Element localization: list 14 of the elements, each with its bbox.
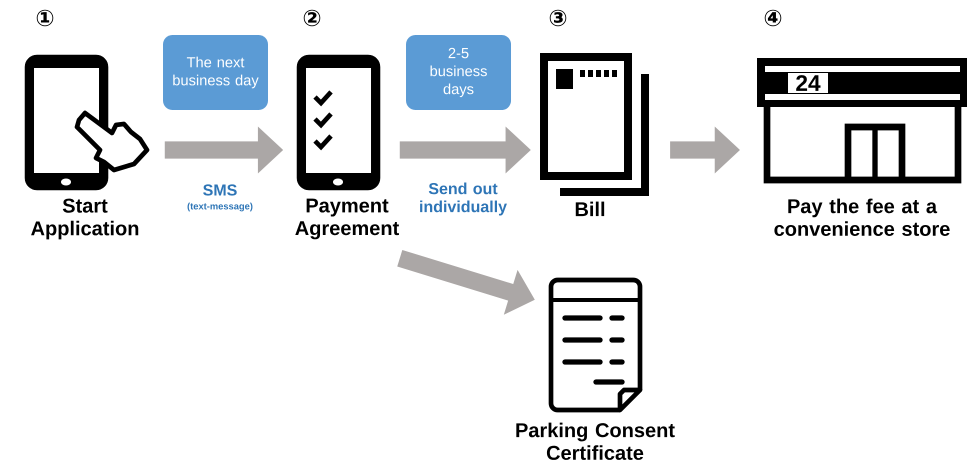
time-box: 2-5 business days (406, 35, 511, 110)
step-number: ④ (764, 10, 782, 26)
edge-label: SMS (203, 184, 237, 196)
edge-note: (text-message) (188, 202, 252, 212)
step-label: Bill (576, 202, 604, 216)
step-label: Start Application (31, 198, 138, 240)
step-number: ① (36, 10, 54, 26)
time-box: The next business day (163, 35, 268, 110)
step-number: ③ (550, 10, 566, 26)
step-label: Parking Consent Certificate (516, 422, 675, 460)
step-label: Payment Agreement (295, 198, 399, 240)
edge-label: Send out individually (420, 182, 507, 216)
step-number: ② (304, 10, 320, 26)
step-label: Pay the fee at a convenience store (774, 198, 950, 236)
